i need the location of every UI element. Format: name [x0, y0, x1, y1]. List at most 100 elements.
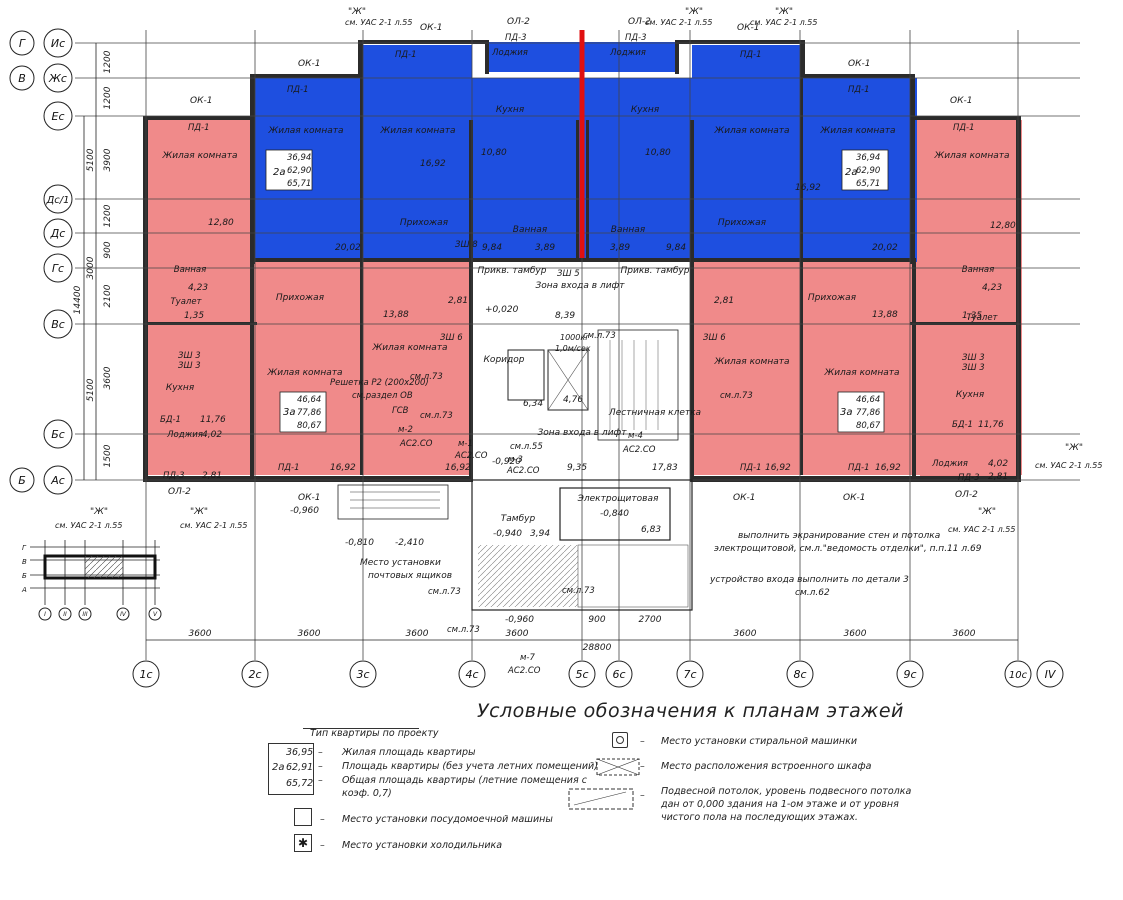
svg-text:Зона входа в лифт: Зона входа в лифт: [538, 428, 628, 438]
svg-text:16,92: 16,92: [875, 463, 901, 473]
axis-letter: Бс: [51, 428, 65, 441]
svg-text:+0,020: +0,020: [485, 305, 519, 315]
svg-text:Электрощитовая: Электрощитовая: [577, 494, 659, 504]
svg-text:ПД-3: ПД-3: [505, 33, 527, 43]
svg-text:ОК-1: ОК-1: [843, 493, 865, 503]
svg-text:28800: 28800: [583, 643, 612, 653]
axis-number: 4с: [465, 668, 478, 681]
svg-text:-0,960: -0,960: [290, 506, 319, 516]
svg-text:Жилая комната: Жилая комната: [714, 126, 790, 136]
svg-text:БД-1: БД-1: [952, 420, 973, 430]
svg-text:-0,960: -0,960: [505, 615, 534, 625]
ceiling-icon: [568, 788, 634, 810]
svg-text:12,80: 12,80: [208, 218, 234, 228]
svg-text:Ванная: Ванная: [174, 265, 206, 275]
bottom-axis-bubbles: 1с 2с 3с 4с 5с 6с 7с 8с 9с 10с IV: [132, 639, 1064, 688]
svg-text:БД-1: БД-1: [160, 415, 181, 425]
svg-text:ОК-1: ОК-1: [733, 493, 755, 503]
axis-letter: Дс: [50, 227, 66, 240]
svg-text:ЗШ 3: ЗШ 3: [962, 353, 985, 363]
svg-text:3000: 3000: [86, 256, 96, 279]
svg-text:62,90: 62,90: [856, 166, 880, 176]
svg-text:4,23: 4,23: [188, 283, 208, 293]
axis-letter: В: [18, 72, 26, 85]
svg-text:Ванная: Ванная: [962, 265, 994, 275]
room-labels: Жилая комната Жилая комната Кухня Кухня …: [162, 48, 1010, 524]
svg-text:1,0м/сек: 1,0м/сек: [555, 344, 591, 353]
svg-text:3,94: 3,94: [530, 529, 550, 539]
svg-text:Тамбур: Тамбур: [501, 514, 536, 524]
svg-text:ОК-1: ОК-1: [848, 59, 870, 69]
svg-text:Кухня: Кухня: [496, 105, 525, 115]
svg-text:9,84: 9,84: [666, 243, 686, 253]
axis-letter: Ас: [50, 474, 65, 487]
svg-text:-2,410: -2,410: [395, 538, 424, 548]
svg-text:Жилая комната: Жилая комната: [934, 151, 1010, 161]
svg-text:см. УАС 2-1 л.55: см. УАС 2-1 л.55: [55, 521, 122, 530]
svg-text:17,83: 17,83: [652, 463, 678, 473]
svg-text:Б: Б: [22, 572, 27, 580]
svg-text:46,64: 46,64: [297, 395, 321, 405]
svg-text:3600: 3600: [298, 629, 321, 639]
svg-text:см.л.73: см.л.73: [420, 411, 453, 421]
svg-text:62,90: 62,90: [287, 166, 311, 176]
svg-text:ГСВ: ГСВ: [392, 406, 409, 416]
svg-text:см.л.73: см.л.73: [410, 372, 443, 382]
svg-text:-0,810: -0,810: [345, 538, 374, 548]
svg-text:ОЛ-2: ОЛ-2: [628, 17, 651, 27]
axis-number: 1с: [139, 668, 152, 681]
fridge-icon: ✱: [294, 834, 312, 852]
svg-text:см. УАС 2-1 л.55: см. УАС 2-1 л.55: [948, 525, 1015, 534]
svg-text:АС2.СО: АС2.СО: [506, 466, 540, 476]
washing-machine-icon: [612, 732, 628, 748]
svg-text:ОК-1: ОК-1: [420, 23, 442, 33]
legend-washing-machine: Место установки стиральной машинки: [661, 736, 858, 747]
svg-text:см. УАС 2-1 л.55: см. УАС 2-1 л.55: [345, 18, 412, 27]
svg-text:ПД-1: ПД-1: [740, 50, 762, 60]
axis-number: 6с: [612, 668, 625, 681]
svg-text:16,92: 16,92: [795, 183, 821, 193]
svg-text:-0,940: -0,940: [493, 529, 522, 539]
svg-text:900: 900: [103, 241, 113, 258]
axis-letter: Г: [19, 37, 26, 50]
axis-letter: Вс: [51, 318, 65, 331]
svg-text:ПД-1: ПД-1: [740, 463, 762, 473]
svg-text:2100: 2100: [103, 284, 113, 307]
svg-text:"Ж": "Ж": [1065, 443, 1083, 453]
svg-text:4,23: 4,23: [982, 283, 1002, 293]
svg-text:Жилая комната: Жилая комната: [162, 151, 238, 161]
svg-text:ЗШ 6: ЗШ 6: [440, 333, 463, 343]
svg-text:3а: 3а: [840, 407, 853, 418]
axis-letter: Жс: [48, 72, 67, 85]
svg-text:Жилая комната: Жилая комната: [372, 343, 448, 353]
svg-text:-0,840: -0,840: [600, 509, 629, 519]
svg-text:Зона входа в лифт: Зона входа в лифт: [536, 281, 626, 291]
svg-text:V: V: [153, 611, 158, 618]
svg-text:"Ж": "Ж": [190, 507, 208, 517]
svg-text:"Ж": "Ж": [685, 7, 703, 17]
svg-text:"Ж": "Ж": [90, 507, 108, 517]
svg-text:900: 900: [588, 615, 605, 625]
svg-text:ОК-1: ОК-1: [298, 59, 320, 69]
axis-number: 7с: [683, 668, 696, 681]
svg-text:Лоджия: Лоджия: [491, 48, 528, 58]
svg-text:м-1: м-1: [458, 439, 473, 449]
svg-text:Прихожая: Прихожая: [276, 293, 325, 303]
svg-text:"Ж": "Ж": [978, 507, 996, 517]
svg-text:Жилая комната: Жилая комната: [820, 126, 896, 136]
svg-text:см.л.73: см.л.73: [720, 391, 753, 401]
svg-text:"Ж": "Ж": [775, 7, 793, 17]
svg-text:Решетка Р2 (200х200): Решетка Р2 (200х200): [330, 378, 429, 388]
svg-text:80,67: 80,67: [297, 421, 322, 431]
svg-text:1500: 1500: [103, 444, 113, 467]
svg-text:Жилая комната: Жилая комната: [824, 368, 900, 378]
svg-text:почтовых ящиков: почтовых ящиков: [368, 571, 452, 581]
legend-total-area: Общая площадь квартиры (летние помещения…: [342, 775, 587, 786]
svg-text:Лестничная клетка: Лестничная клетка: [608, 408, 701, 418]
svg-text:ЗШ 6: ЗШ 6: [703, 333, 726, 343]
svg-text:36,94: 36,94: [856, 153, 880, 163]
svg-text:2,81: 2,81: [714, 296, 734, 306]
svg-text:2,81: 2,81: [988, 472, 1008, 482]
svg-text:65,71: 65,71: [287, 179, 311, 189]
svg-text:6,34: 6,34: [523, 399, 543, 409]
